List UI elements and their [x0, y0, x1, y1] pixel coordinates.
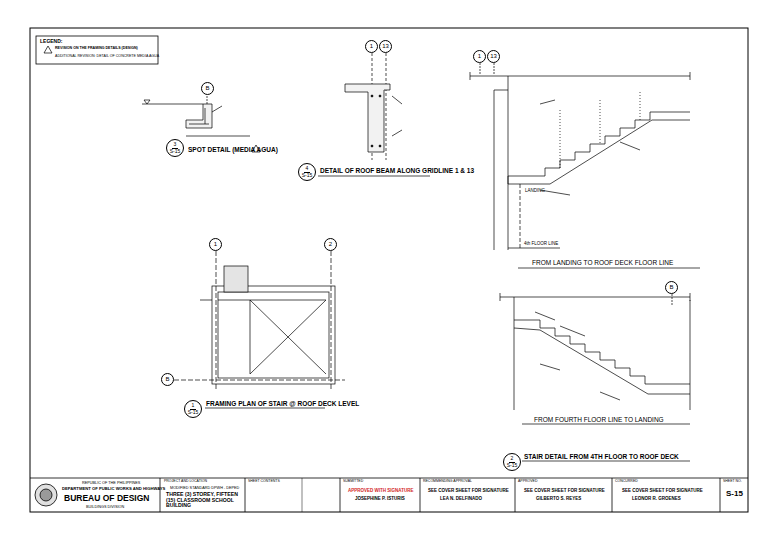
legend-text: ADDITIONAL REVISION: DETAIL OF CONCRETE … — [55, 55, 159, 59]
signatory-name: GILBERTO S. REYES — [536, 497, 581, 502]
sheet-reference: S-15 — [302, 173, 313, 178]
signatory-name: LEA N. DELFINADO — [440, 497, 482, 502]
callout-number: 13 — [382, 43, 389, 49]
grid-bubble: 1 — [365, 40, 378, 53]
agency-text: BUILDINGS DIVISION — [86, 505, 124, 509]
callout-number: 1 — [370, 43, 373, 49]
grid-bubble: 1 — [209, 238, 222, 251]
field-caption: RECOMMENDING APPROVAL — [423, 480, 472, 484]
signature-note: SEE COVER SHEET FOR SIGNATURE — [428, 489, 509, 494]
project-title: THREE (3) STOREY, FIFTEEN (15) CLASSROOM… — [166, 492, 242, 509]
grid-bubble: 2 — [324, 238, 337, 251]
approval-stamp: APPROVED WITH SIGNATURE — [348, 489, 413, 494]
floor-note: LANDING — [525, 189, 545, 194]
legend-heading: LEGEND: — [40, 39, 63, 45]
callout-number: 1 — [478, 53, 481, 59]
sheet-reference: S-15 — [507, 463, 518, 468]
callout-number: 1 — [214, 241, 217, 247]
field-caption: PROJECT AND LOCATION — [164, 480, 207, 484]
detail-bubble: 1S-15 — [184, 400, 202, 418]
grid-bubble: B — [665, 281, 678, 294]
detail-title: SPOT DETAIL (MEDIA AGUA) — [188, 146, 278, 153]
sheet-reference: S-15 — [188, 410, 199, 415]
detail-bubble: 4S-15 — [298, 163, 316, 181]
sheet-reference: S-15 — [170, 149, 181, 154]
grid-bubble: B — [161, 373, 174, 386]
signature-note: SEE COVER SHEET FOR SIGNATURE — [524, 489, 605, 494]
callout-number: 2 — [329, 241, 332, 247]
detail-title: DETAIL OF ROOF BEAM ALONG GRIDLINE 1 & 1… — [320, 167, 474, 174]
grid-bubble: 13 — [487, 50, 500, 63]
callout-number: 13 — [490, 53, 497, 59]
agency-text: REPUBLIC OF THE PHILIPPINES — [82, 481, 140, 485]
grid-bubble: B — [201, 82, 214, 95]
field-caption: SHEET NO. — [723, 480, 742, 484]
field-caption: CONCURRED — [615, 480, 638, 484]
sheet-number: S-15 — [726, 490, 743, 499]
callout-number: B — [205, 85, 209, 91]
signature-note: SEE COVER SHEET FOR SIGNATURE — [622, 489, 703, 494]
detail-bubble: 3S-15 — [166, 139, 184, 157]
field-caption: SHEET CONTENTS — [248, 480, 280, 484]
grid-bubble: 13 — [379, 40, 392, 53]
callout-number: B — [669, 284, 673, 290]
field-caption: SUBMITTED — [343, 480, 363, 484]
callout-number: B — [165, 376, 169, 382]
signatory-name: LEONOR R. GROENES — [632, 497, 681, 502]
detail-subtitle: FROM FOURTH FLOOR LINE TO LANDING — [534, 416, 664, 423]
field-caption: APPROVED — [518, 480, 537, 484]
agency-text: DEPARTMENT OF PUBLIC WORKS AND HIGHWAYS — [62, 487, 165, 492]
legend-text: REVISION ON THE FRAMING DETAILS (DESIGN) — [55, 47, 138, 51]
grid-bubble: 1 — [473, 50, 486, 63]
detail-title: FRAMING PLAN OF STAIR @ ROOF DECK LEVEL — [206, 400, 359, 407]
agency-name: BUREAU OF DESIGN — [64, 494, 149, 503]
detail-bubble: 2S-15 — [503, 453, 521, 471]
detail-title: STAIR DETAIL FROM 4TH FLOOR TO ROOF DECK — [524, 453, 679, 460]
detail-subtitle: FROM LANDING TO ROOF DECK FLOOR LINE — [532, 259, 673, 266]
project-text: MODIFIED STANDARD DPWH - DEPED — [170, 486, 239, 490]
signatory-name: JOSEPHINE P. ISTURIS — [355, 497, 405, 502]
floor-note: 4th FLOOR LINE — [524, 242, 558, 247]
